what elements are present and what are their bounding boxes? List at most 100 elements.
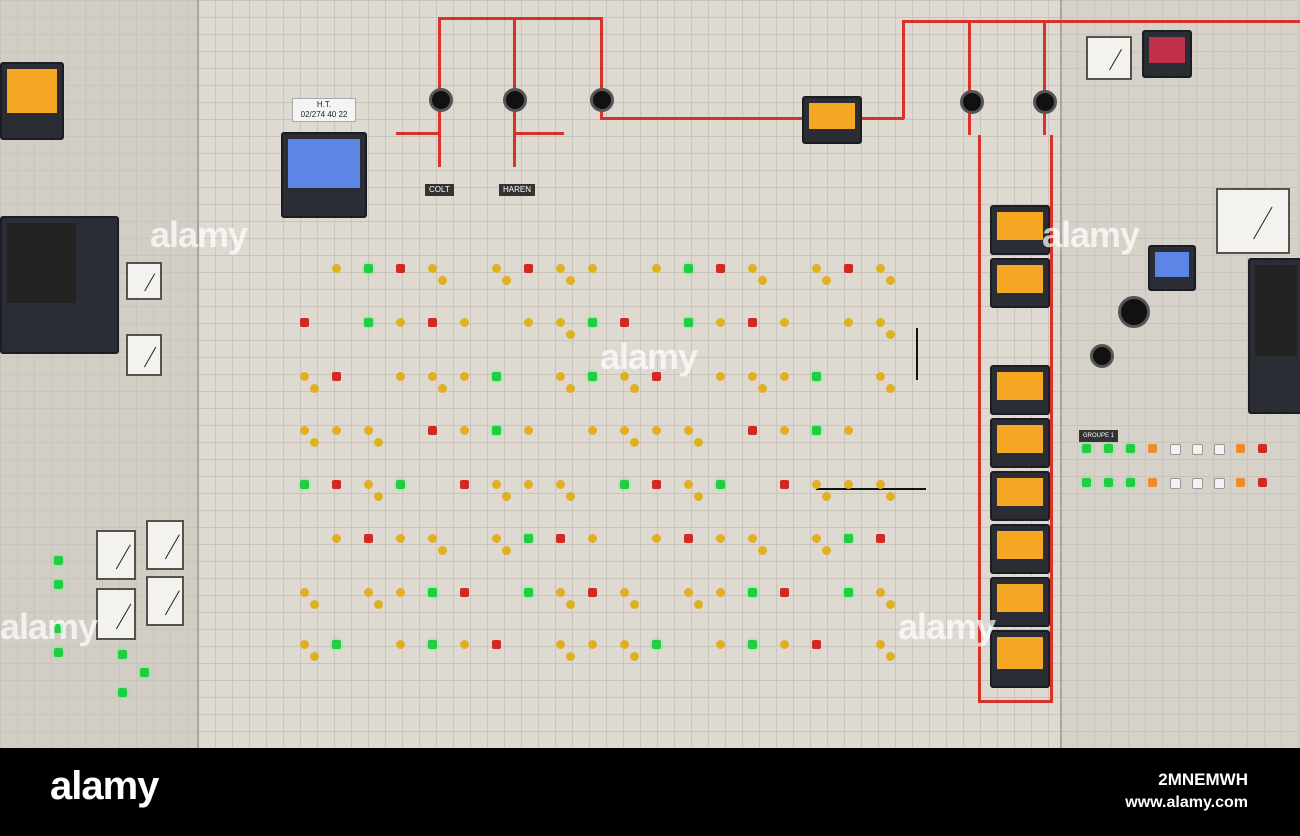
indicator-lamp bbox=[620, 318, 629, 327]
indicator-lamp bbox=[332, 372, 341, 381]
indicator-lamp bbox=[588, 588, 597, 597]
indicator-lamp bbox=[524, 588, 533, 597]
indicator-lamp bbox=[876, 318, 885, 327]
busbar-drop bbox=[600, 17, 603, 119]
indicator-lamp bbox=[812, 480, 821, 489]
indicator-lamp bbox=[566, 492, 575, 501]
busbar-bottom bbox=[978, 700, 1053, 703]
indicator-lamp bbox=[460, 372, 469, 381]
indicator-lamp bbox=[630, 600, 639, 609]
indicator-lamp bbox=[364, 534, 373, 543]
ht-label: H.T. 02/274 40 22 bbox=[292, 98, 356, 122]
analog-meter bbox=[126, 262, 162, 300]
indicator-lamp bbox=[300, 318, 309, 327]
indicator-lamp bbox=[844, 318, 853, 327]
indicator-lamp bbox=[630, 384, 639, 393]
indicator-lamp bbox=[844, 480, 853, 489]
indicator-lamp bbox=[748, 372, 757, 381]
indicator-lamp bbox=[460, 318, 469, 327]
indicator-lamp bbox=[374, 600, 383, 609]
indicator-lamp bbox=[812, 264, 821, 273]
busbar-branch-right bbox=[516, 132, 564, 135]
busbar-top bbox=[438, 17, 602, 20]
indicator-lamp bbox=[780, 372, 789, 381]
breaker-knob bbox=[503, 88, 527, 112]
indicator-lamp bbox=[812, 372, 821, 381]
indicator-lamp bbox=[748, 426, 757, 435]
watermark: alamy bbox=[0, 606, 98, 647]
right-terminal bbox=[1248, 258, 1300, 414]
status-lamp bbox=[1148, 444, 1157, 453]
status-lamp bbox=[118, 650, 127, 659]
indicator-lamp bbox=[502, 492, 511, 501]
indicator-lamp bbox=[886, 492, 895, 501]
indicator-lamp bbox=[620, 426, 629, 435]
status-lamp bbox=[1104, 444, 1113, 453]
busbar-r2 bbox=[1043, 20, 1046, 135]
indicator-lamp bbox=[694, 492, 703, 501]
indicator-lamp bbox=[684, 318, 693, 327]
status-lamp bbox=[1214, 444, 1225, 455]
indicator-lamp bbox=[780, 480, 789, 489]
status-lamp bbox=[54, 556, 63, 565]
indicator-lamp bbox=[844, 426, 853, 435]
status-lamp bbox=[1236, 478, 1245, 487]
indicator-lamp bbox=[566, 652, 575, 661]
indicator-lamp bbox=[428, 640, 437, 649]
selector-knob bbox=[1118, 296, 1150, 328]
indicator-lamp bbox=[438, 546, 447, 555]
status-lamp bbox=[118, 688, 127, 697]
indicator-lamp bbox=[332, 426, 341, 435]
groupe-label: GROUPE 1 bbox=[1079, 430, 1119, 442]
indicator-lamp bbox=[876, 480, 885, 489]
status-lamp bbox=[1192, 478, 1203, 489]
indicator-lamp bbox=[780, 640, 789, 649]
indicator-lamp bbox=[716, 534, 725, 543]
indicator-lamp bbox=[492, 480, 501, 489]
indicator-lamp bbox=[556, 264, 565, 273]
status-lamp bbox=[1148, 478, 1157, 487]
stock-footer: alamy 2MNEMWH www.alamy.com bbox=[0, 748, 1300, 836]
indicator-lamp bbox=[438, 276, 447, 285]
indicator-lamp bbox=[876, 264, 885, 273]
indicator-lamp bbox=[428, 318, 437, 327]
indicator-lamp bbox=[694, 438, 703, 447]
footer-url: www.alamy.com bbox=[1125, 794, 1248, 811]
indicator-lamp bbox=[428, 426, 437, 435]
indicator-lamp bbox=[716, 318, 725, 327]
busbar-up bbox=[902, 20, 905, 119]
indicator-lamp bbox=[556, 640, 565, 649]
indicator-lamp bbox=[428, 372, 437, 381]
indicator-lamp bbox=[620, 640, 629, 649]
indicator-lamp bbox=[620, 588, 629, 597]
indicator-lamp bbox=[588, 640, 597, 649]
indicator-lamp bbox=[364, 264, 373, 273]
indicator-lamp bbox=[364, 480, 373, 489]
busbar-branch-left bbox=[396, 132, 438, 135]
feeder-line bbox=[816, 488, 926, 490]
indicator-lamp bbox=[428, 264, 437, 273]
analog-meter bbox=[126, 334, 162, 376]
indicator-lamp bbox=[822, 276, 831, 285]
indicator-lamp bbox=[492, 426, 501, 435]
indicator-lamp bbox=[428, 534, 437, 543]
indicator-lamp bbox=[748, 640, 757, 649]
feeder-line-vertical bbox=[916, 328, 918, 380]
panel-corner-left bbox=[197, 0, 199, 748]
indicator-lamp bbox=[620, 372, 629, 381]
voltmeter bbox=[1216, 188, 1290, 254]
indicator-lamp bbox=[364, 588, 373, 597]
indicator-lamp bbox=[332, 480, 341, 489]
analog-meter bbox=[1086, 36, 1132, 80]
breaker-knob bbox=[960, 90, 984, 114]
indicator-lamp bbox=[716, 264, 725, 273]
status-lamp bbox=[1236, 444, 1245, 453]
indicator-lamp bbox=[310, 600, 319, 609]
indicator-lamp bbox=[886, 276, 895, 285]
status-lamp bbox=[1192, 444, 1203, 455]
indicator-lamp bbox=[300, 480, 309, 489]
status-lamp bbox=[1258, 444, 1267, 453]
status-lamp bbox=[1170, 444, 1181, 455]
feeder-display bbox=[990, 258, 1050, 308]
